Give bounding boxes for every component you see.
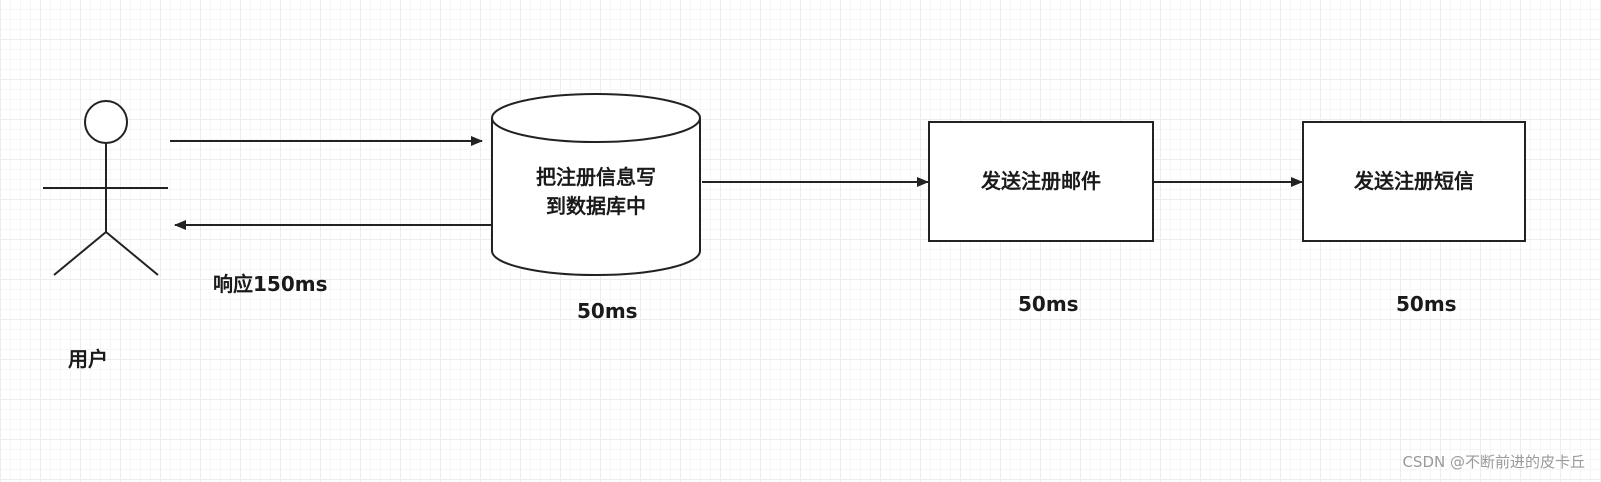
response-label: 响应150ms [213,272,328,296]
sms-box-label: 发送注册短信 [1354,169,1474,193]
csdn-watermark: CSDN @不断前进的皮卡丘 [1402,453,1585,471]
email-box [928,121,1154,242]
database-cylinder [491,93,701,276]
database-label-line2: 到数据库中 [546,194,646,218]
database-top [491,93,701,143]
sms-time-label: 50ms [1396,292,1457,316]
database-label-line1: 把注册信息写 [536,165,656,189]
email-box-label: 发送注册邮件 [981,169,1101,193]
actor-label: 用户 [68,347,108,371]
database-label: 把注册信息写 到数据库中 [492,154,700,230]
sms-box [1302,121,1526,242]
actor-head [84,100,128,144]
actor-figure [43,100,168,276]
database-time-label: 50ms [577,299,638,323]
database-body [491,118,701,276]
email-time-label: 50ms [1018,292,1079,316]
actor-left-leg [53,231,107,276]
actor-right-leg [105,231,159,276]
